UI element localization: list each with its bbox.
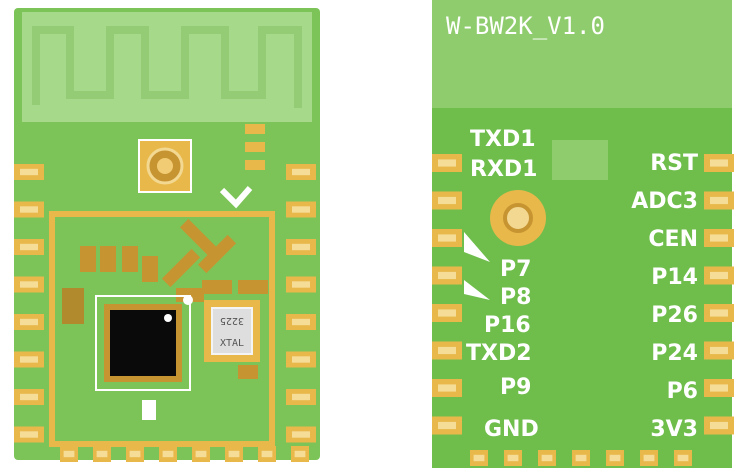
ipex-connector bbox=[138, 139, 192, 193]
back-left-pad bbox=[432, 266, 462, 285]
back-left-pad bbox=[432, 341, 462, 360]
front-bottom-pad bbox=[192, 446, 210, 462]
right-pin-label: P24 bbox=[651, 341, 698, 366]
front-left-pads bbox=[14, 164, 44, 443]
front-right-pad bbox=[286, 201, 316, 218]
back-antenna-area bbox=[432, 0, 732, 108]
right-pin-label: P14 bbox=[651, 265, 698, 290]
shield-frame bbox=[49, 211, 275, 447]
ipex-via bbox=[490, 190, 546, 246]
back-label-box bbox=[552, 140, 608, 180]
back-bottom-pad bbox=[674, 450, 692, 466]
front-left-pad bbox=[14, 164, 44, 180]
front-right-pad bbox=[286, 314, 316, 330]
pin1-markers bbox=[464, 232, 490, 300]
back-bottom-pad bbox=[572, 450, 590, 466]
front-board: 3225 XTAL bbox=[14, 8, 320, 462]
back-right-pads bbox=[704, 154, 734, 435]
front-right-pad bbox=[286, 164, 316, 180]
right-pin-label: P6 bbox=[667, 379, 698, 404]
back-left-pad bbox=[432, 416, 462, 435]
back-bottom-pad bbox=[470, 450, 488, 466]
front-bottom-pads bbox=[60, 446, 309, 462]
front-bottom-pad bbox=[126, 446, 144, 462]
crystal-component: 3225 XTAL bbox=[204, 300, 260, 362]
back-bottom-pad bbox=[504, 450, 522, 466]
front-left-pad bbox=[14, 201, 44, 218]
back-bottom-pad bbox=[640, 450, 658, 466]
passive-components bbox=[62, 246, 268, 420]
front-left-pad bbox=[14, 314, 44, 330]
front-right-pad bbox=[286, 389, 316, 405]
left-pin-label: P16 bbox=[484, 313, 531, 338]
right-pin-label: RST bbox=[650, 151, 698, 176]
main-ic bbox=[95, 295, 193, 391]
front-bottom-pad bbox=[291, 446, 309, 462]
back-bottom-pads bbox=[470, 450, 692, 466]
front-right-pad bbox=[286, 276, 316, 293]
back-right-pad bbox=[704, 229, 734, 247]
left-pin-label: TXD2 bbox=[466, 341, 532, 366]
front-bottom-pad bbox=[60, 446, 78, 462]
back-right-pad bbox=[704, 304, 734, 322]
back-left-pad bbox=[432, 154, 462, 172]
back-right-pad bbox=[704, 416, 734, 435]
front-left-pad bbox=[14, 351, 44, 368]
back-left-pads bbox=[432, 154, 462, 435]
back-right-pad bbox=[704, 341, 734, 360]
back-right-pad bbox=[704, 266, 734, 285]
crystal-label-1: 3225 bbox=[220, 315, 244, 326]
right-pin-label: 3V3 bbox=[650, 417, 698, 442]
front-left-pad bbox=[14, 389, 44, 405]
back-bottom-pad bbox=[606, 450, 624, 466]
front-bottom-pad bbox=[225, 446, 243, 462]
right-pin-label: P26 bbox=[651, 303, 698, 328]
front-left-pad bbox=[14, 239, 44, 255]
front-bottom-pad bbox=[159, 446, 177, 462]
left-pin-label: P8 bbox=[500, 285, 531, 310]
module-title: W-BW2K_V1.0 bbox=[446, 12, 605, 40]
back-right-pad bbox=[704, 379, 734, 397]
back-left-pad bbox=[432, 191, 462, 210]
left-pin-label: RXD1 bbox=[470, 157, 537, 182]
left-pin-label: P9 bbox=[500, 375, 531, 400]
front-bottom-pad bbox=[93, 446, 111, 462]
back-left-pad bbox=[432, 304, 462, 322]
front-bottom-pad bbox=[258, 446, 276, 462]
right-pin-label: CEN bbox=[648, 227, 698, 252]
back-bottom-pad bbox=[538, 450, 556, 466]
left-pin-label: TXD1 bbox=[470, 127, 536, 152]
back-right-pad bbox=[704, 191, 734, 210]
back-left-pad bbox=[432, 379, 462, 397]
front-right-pad bbox=[286, 426, 316, 443]
left-pin-label: P7 bbox=[500, 257, 531, 282]
front-left-pad bbox=[14, 426, 44, 443]
front-right-pad bbox=[286, 351, 316, 368]
pcb-antenna-trace bbox=[32, 26, 302, 108]
rf-matching-components bbox=[161, 124, 265, 288]
left-pin-label: GND bbox=[484, 417, 539, 442]
crystal-label-2: XTAL bbox=[220, 338, 244, 349]
right-pin-label: ADC3 bbox=[631, 189, 698, 214]
front-left-pad bbox=[14, 276, 44, 293]
front-right-pad bbox=[286, 239, 316, 255]
back-left-pad bbox=[432, 229, 462, 247]
front-right-pads bbox=[286, 164, 316, 443]
back-right-pad bbox=[704, 154, 734, 172]
